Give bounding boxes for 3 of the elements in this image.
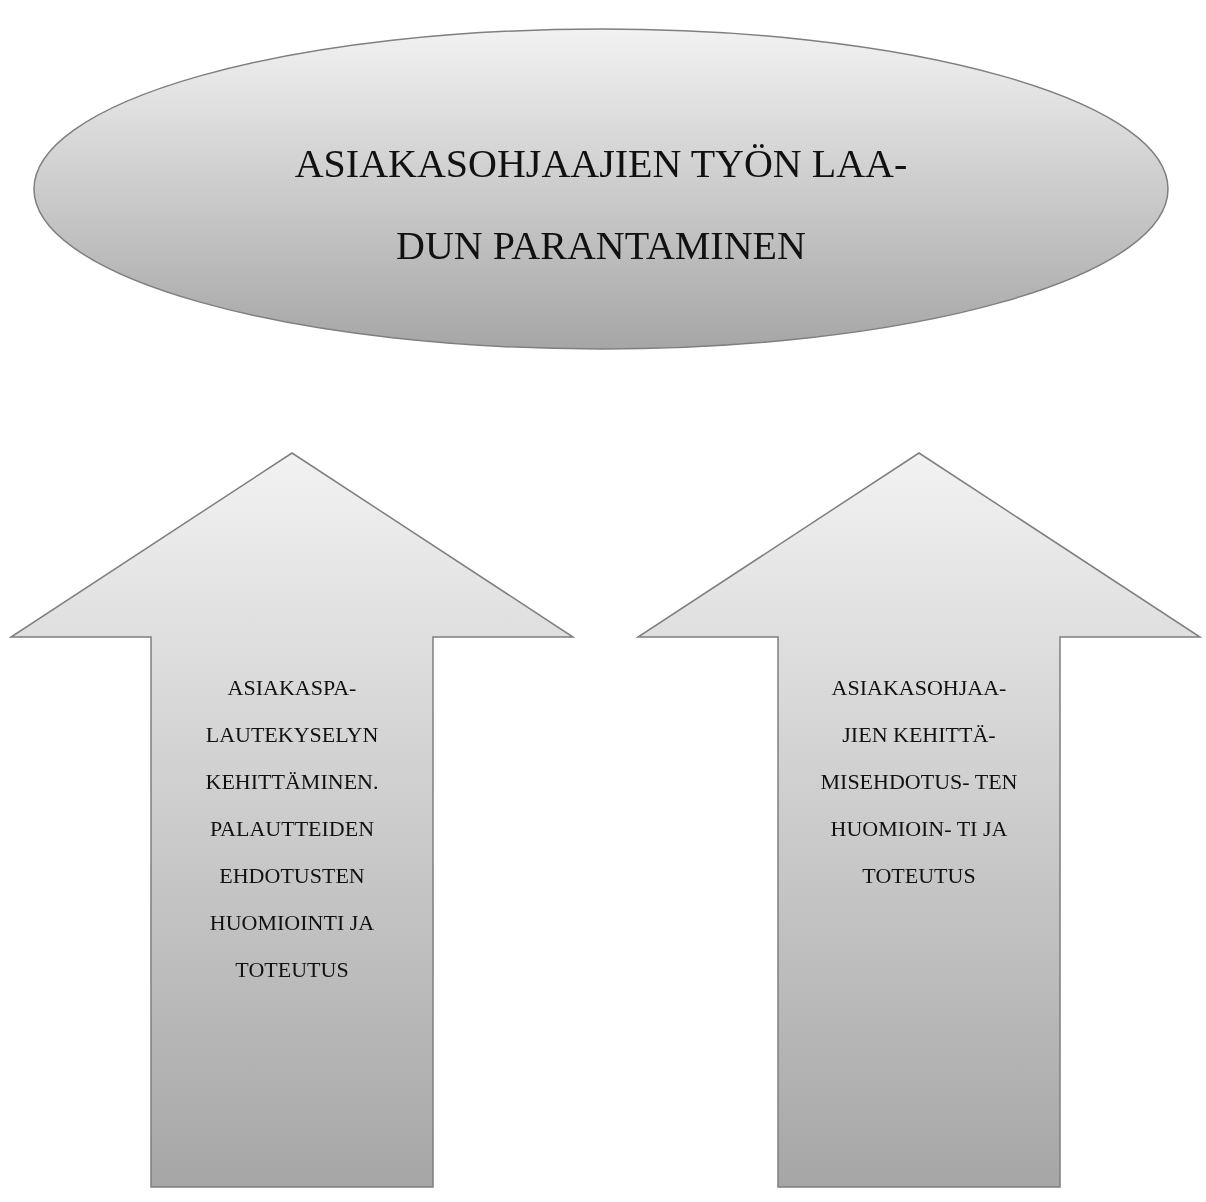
- node-text: ASIAKASOHJAA- JIEN KEHITTÄ- MISEHDOTUS- TEN HUOMIOIN- TI JA TOTEUTUS: [819, 674, 1019, 890]
- node-text: ASIAKASOHJAAJIEN TYÖN LAA- DUN PARANTAMINEN: [293, 140, 909, 270]
- node-text: ASIAKASPA- LAUTEKYSELYN KEHITTÄMINEN. PALAUTTEIDEN EHDOTUSTEN HUOMIOINTI JA TOTEUTUS: [204, 674, 380, 984]
